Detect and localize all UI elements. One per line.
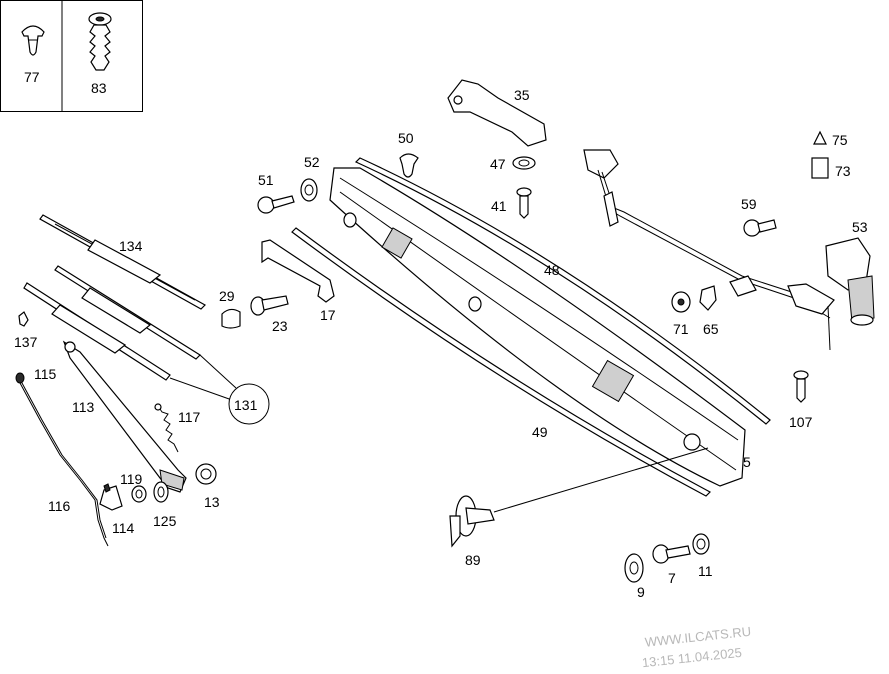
label-53: 53 <box>852 219 868 235</box>
label-116: 116 <box>48 498 71 514</box>
label-59: 59 <box>741 196 757 212</box>
label-47: 47 <box>490 156 506 172</box>
label-35: 35 <box>514 87 530 103</box>
label-9: 9 <box>637 584 645 600</box>
wiper-arm-113 <box>62 340 187 493</box>
label-13: 13 <box>204 494 220 510</box>
grommet-13 <box>195 463 217 485</box>
screw-51 <box>257 195 295 214</box>
plug-9 <box>624 553 644 583</box>
label-83: 83 <box>91 80 107 96</box>
wiper-motor-53 <box>825 237 875 326</box>
label-7: 7 <box>668 570 676 586</box>
spring-117 <box>154 403 179 453</box>
clip-50 <box>399 153 419 178</box>
label-77: 77 <box>24 69 40 85</box>
washer-52 <box>300 178 318 202</box>
push-clip-icon <box>21 25 45 56</box>
clip-137 <box>18 311 29 327</box>
label-117: 117 <box>178 409 201 425</box>
washer-125 <box>153 481 169 503</box>
label-11: 11 <box>698 563 713 579</box>
label-137: 137 <box>14 334 38 350</box>
cowl-panel-5 <box>329 167 746 487</box>
label-107: 107 <box>789 414 813 430</box>
label-71: 71 <box>673 321 689 337</box>
screw-107 <box>793 370 809 403</box>
label-65: 65 <box>703 321 719 337</box>
label-114: 114 <box>112 520 135 536</box>
label-48: 48 <box>544 262 560 278</box>
wiper-blade-134 <box>39 214 206 310</box>
label-115: 115 <box>34 366 57 382</box>
seal-48 <box>354 157 771 425</box>
label-134: 134 <box>119 238 143 254</box>
label-17: 17 <box>320 307 336 323</box>
seal-49 <box>291 227 711 497</box>
label-119: 119 <box>120 471 143 487</box>
callout-circle-131 <box>169 354 270 425</box>
label-50: 50 <box>398 130 414 146</box>
wiper-blade-131a <box>54 265 201 360</box>
label-41: 41 <box>491 198 507 214</box>
label-73: 73 <box>835 163 851 179</box>
label-49: 49 <box>532 424 548 440</box>
seal-17 <box>261 239 335 303</box>
label-89: 89 <box>465 552 481 568</box>
watermark: WWW.ILCATS.RU 13:15 11.04.2025 <box>641 624 752 670</box>
inset-panel <box>0 0 143 112</box>
clip-65 <box>699 285 717 311</box>
label-75: 75 <box>832 132 848 148</box>
nut-119 <box>131 485 147 503</box>
plug-29 <box>221 308 241 329</box>
wiper-linkage <box>583 149 835 351</box>
bracket-35 <box>447 79 547 147</box>
cap-73 <box>811 157 829 179</box>
grommet-11 <box>692 533 710 555</box>
screw-23 <box>250 295 289 316</box>
bolt-7 <box>652 544 691 564</box>
label-113: 113 <box>72 399 95 415</box>
label-29: 29 <box>219 288 235 304</box>
plug-75 <box>813 130 827 145</box>
bolt-41 <box>516 187 532 219</box>
label-52: 52 <box>304 154 320 170</box>
callout-labels: 77 83 134 131 137 115 113 117 116 119 11… <box>14 69 868 600</box>
label-51: 51 <box>258 172 274 188</box>
label-131: 131 <box>234 397 258 413</box>
tree-fastener-icon <box>88 12 112 71</box>
label-125: 125 <box>153 513 177 529</box>
cap-114 <box>99 483 123 511</box>
label-23: 23 <box>272 318 288 334</box>
bolt-59 <box>743 219 777 237</box>
washer-47 <box>512 156 536 170</box>
label-5: 5 <box>743 454 751 470</box>
nozzle-89 <box>449 447 709 548</box>
nut-71 <box>671 291 691 313</box>
wiper-blade-131b <box>23 282 171 381</box>
hose-116 <box>15 372 109 547</box>
